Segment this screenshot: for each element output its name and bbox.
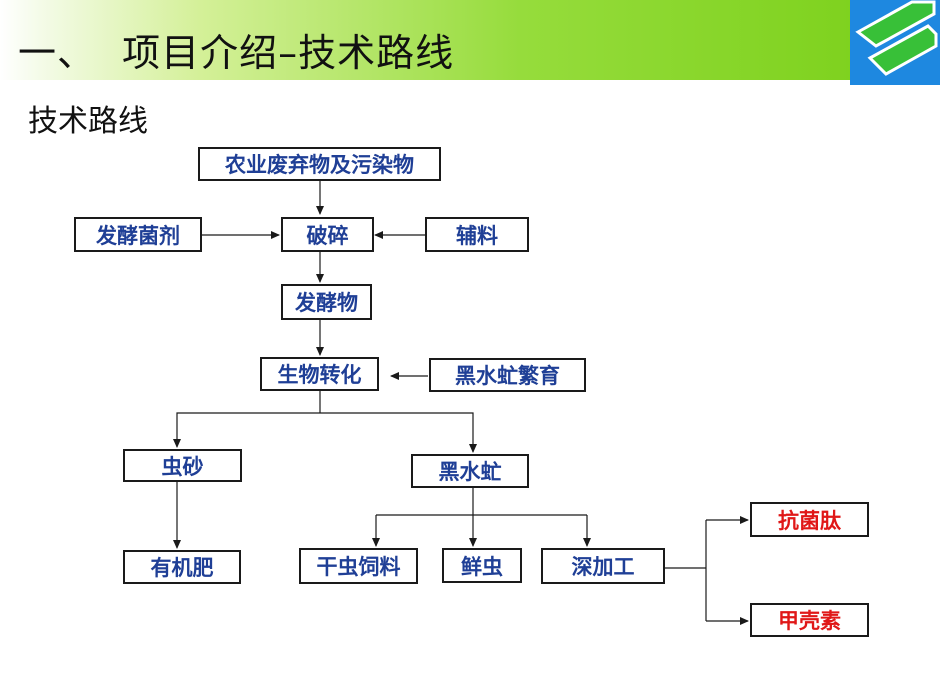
node-bsf-breeding: 黑水虻繁育	[429, 358, 586, 392]
node-auxiliary-material: 辅料	[425, 217, 529, 252]
node-organic-fertilizer: 有机肥	[123, 550, 241, 584]
edge-split-bsf	[320, 412, 477, 453]
node-bioconversion: 生物转化	[260, 357, 379, 391]
node-frass: 虫砂	[123, 449, 242, 482]
node-black-soldier-fly: 黑水虻	[411, 454, 529, 488]
edge-split-frass	[173, 412, 320, 448]
node-fermented-material: 发酵物	[281, 284, 372, 320]
node-fresh-larvae: 鲜虫	[442, 548, 522, 583]
node-agri-waste: 农业废弃物及污染物	[198, 147, 441, 181]
title-bar: 一、 项目介绍–技术路线	[0, 0, 850, 80]
node-deep-processing: 深加工	[541, 548, 665, 584]
node-fermentation-inoculant: 发酵菌剂	[74, 217, 202, 252]
page-title: 一、 项目介绍–技术路线	[18, 31, 455, 75]
node-dried-insect-feed: 干虫饲料	[299, 548, 418, 584]
section-subtitle: 技术路线	[28, 104, 148, 139]
node-chitin: 甲壳素	[750, 603, 869, 637]
logo-icon	[850, 0, 940, 85]
node-crushing: 破碎	[281, 217, 374, 252]
node-antimicrobial-peptide: 抗菌肽	[750, 502, 869, 537]
